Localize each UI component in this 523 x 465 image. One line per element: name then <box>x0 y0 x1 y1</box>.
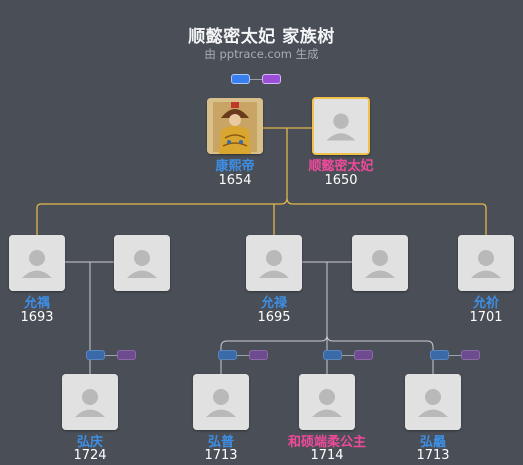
person-year: 1693 <box>20 310 54 325</box>
person-year: 1713 <box>204 448 238 463</box>
person-name[interactable]: 弘庆 <box>76 435 103 450</box>
emperor-portrait-icon <box>207 98 263 154</box>
person-card-kangxi[interactable] <box>207 98 263 154</box>
person-name[interactable]: 顺懿密太妃 <box>308 159 374 174</box>
toggle-link <box>250 79 262 80</box>
toggle-father-icon[interactable] <box>218 350 237 360</box>
page-subtitle: 由 pptrace.com 生成 <box>204 47 319 61</box>
person-silhouette-icon <box>246 235 302 291</box>
person-year: 1695 <box>257 310 291 325</box>
toggle-father-icon[interactable] <box>323 350 342 360</box>
toggle-link <box>342 355 354 356</box>
person-silhouette-icon <box>114 235 170 291</box>
person-year: 1650 <box>324 173 358 188</box>
toggle-father-icon[interactable] <box>430 350 449 360</box>
person-silhouette-icon <box>62 374 118 430</box>
toggle-link <box>237 355 249 356</box>
children-bar <box>36 197 487 235</box>
toggle-mother-icon[interactable] <box>262 74 281 84</box>
toggle-link <box>105 355 117 356</box>
person-card-hongpu[interactable] <box>193 374 249 430</box>
person-silhouette-icon <box>405 374 461 430</box>
person-card-yunlu-spouse[interactable] <box>352 235 408 291</box>
page-title: 顺懿密太妃 家族树 <box>188 27 335 47</box>
person-name[interactable]: 弘曧 <box>419 435 446 450</box>
person-card-hongzhe[interactable] <box>405 374 461 430</box>
person-silhouette-icon <box>9 235 65 291</box>
person-year: 1714 <box>310 448 344 463</box>
person-silhouette-icon <box>458 235 514 291</box>
toggle-mother-icon[interactable] <box>354 350 373 360</box>
person-silhouette-icon <box>193 374 249 430</box>
toggle-link <box>449 355 461 356</box>
toggle-mother-icon[interactable] <box>117 350 136 360</box>
person-year: 1654 <box>218 173 252 188</box>
yunlu-child-bar <box>220 334 434 374</box>
person-silhouette-icon <box>352 235 408 291</box>
person-card-yunwei[interactable] <box>9 235 65 291</box>
person-name[interactable]: 允祄 <box>472 296 499 311</box>
person-name[interactable]: 弘普 <box>207 435 234 450</box>
toggle-father-icon[interactable] <box>86 350 105 360</box>
toggle-father-icon[interactable] <box>231 74 250 84</box>
person-card-shunyi[interactable] <box>312 97 370 155</box>
person-name[interactable]: 允禄 <box>260 296 287 311</box>
person-card-yunwei-spouse[interactable] <box>114 235 170 291</box>
person-silhouette-icon <box>299 374 355 430</box>
toggle-mother-icon[interactable] <box>249 350 268 360</box>
person-card-yunjie[interactable] <box>458 235 514 291</box>
toggle-mother-icon[interactable] <box>461 350 480 360</box>
person-name[interactable]: 康熙帝 <box>215 159 255 174</box>
person-name[interactable]: 允禑 <box>23 296 50 311</box>
person-card-heshuo[interactable] <box>299 374 355 430</box>
person-year: 1724 <box>73 448 107 463</box>
person-year: 1701 <box>469 310 503 325</box>
person-card-yunlu[interactable] <box>246 235 302 291</box>
person-silhouette-icon <box>314 99 368 153</box>
person-year: 1713 <box>416 448 450 463</box>
person-name[interactable]: 和硕端柔公主 <box>287 435 366 450</box>
person-card-hongqing[interactable] <box>62 374 118 430</box>
